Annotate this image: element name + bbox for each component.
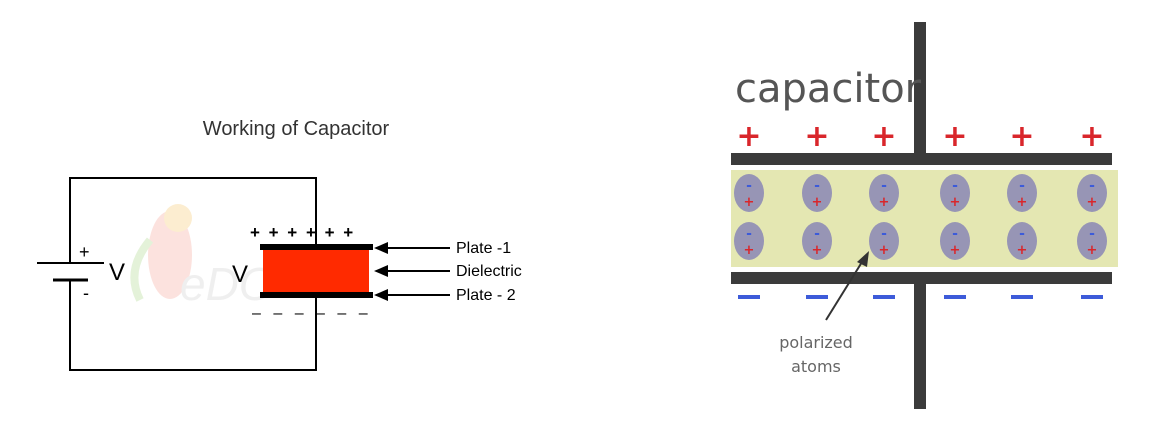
annotation-arrow (825, 251, 869, 321)
atom-positive-sign: + (1087, 243, 1098, 258)
atom-positive-sign: + (812, 195, 823, 210)
atom-negative-sign: - (1019, 178, 1025, 194)
negative-charge-sign (1081, 295, 1103, 299)
top-lead (914, 22, 926, 155)
atom-positive-sign: + (1017, 195, 1028, 210)
atom-body (1077, 174, 1107, 212)
atom-body (1007, 222, 1037, 260)
positive-charge-row: + + + + + + (736, 119, 1104, 154)
positive-charge-sign: + (804, 119, 829, 154)
atom-body (734, 174, 764, 212)
atom-negative-sign: - (952, 178, 958, 194)
atom-body (869, 222, 899, 260)
top-plate (731, 153, 1112, 165)
bottom-plate (731, 272, 1112, 284)
polarized-atom: -+ (1077, 222, 1107, 260)
atom-body (1077, 222, 1107, 260)
atom-negative-sign: - (881, 178, 887, 194)
negative-charge-row (738, 295, 1103, 299)
negative-charge-sign (1011, 295, 1033, 299)
left-diagram-title: Working of Capacitor (203, 118, 390, 140)
polarized-atom: -+ (869, 222, 899, 260)
annotation-line-1: polarized (779, 333, 853, 352)
atom-negative-sign: - (1089, 226, 1095, 242)
dielectric-band (731, 170, 1118, 267)
battery-symbol (37, 262, 104, 282)
polarized-atom: -+ (802, 222, 832, 260)
negative-charge-sign (806, 295, 828, 299)
plate-2 (260, 292, 373, 298)
polarized-atom: -+ (869, 174, 899, 212)
polarized-atom: -+ (1007, 174, 1037, 212)
right-diagram-title: capacitor (735, 66, 922, 112)
atom-negative-sign: - (1019, 226, 1025, 242)
atom-negative-sign: - (746, 226, 752, 242)
label-arrows (374, 242, 450, 301)
atom-negative-sign: - (1089, 178, 1095, 194)
atom-positive-sign: + (879, 243, 890, 258)
plate-1 (260, 244, 373, 250)
atom-body (869, 174, 899, 212)
polarized-atom: -+ (940, 174, 970, 212)
polarized-atom: -+ (940, 222, 970, 260)
positive-charge-sign: + (736, 119, 761, 154)
polarized-atom: -+ (1077, 174, 1107, 212)
left-diagram: eDO + - V V + + + + + + – – – – – – (37, 118, 522, 371)
positive-charge-sign: + (1079, 119, 1104, 154)
dielectric-label: Dielectric (456, 263, 522, 280)
atom-body (1007, 174, 1037, 212)
atom-negative-sign: - (814, 178, 820, 194)
atom-positive-sign: + (879, 195, 890, 210)
atom-positive-sign: + (950, 195, 961, 210)
atom-body (940, 222, 970, 260)
right-diagram: capacitor ++++++ -+-+-+-+-+-+-+-+-+-+-+-… (731, 22, 1118, 409)
battery-plus-sign: + (79, 242, 90, 262)
negative-charge-sign (873, 295, 895, 299)
atom-positive-sign: + (744, 243, 755, 258)
annotation-line-2: atoms (791, 357, 841, 376)
battery-voltage-label: V (109, 259, 125, 286)
positive-charge-sign: + (942, 119, 967, 154)
atom-positive-sign: + (1087, 195, 1098, 210)
battery-minus-sign: - (83, 283, 89, 303)
polarized-atom: -+ (802, 174, 832, 212)
atom-positive-sign: + (1017, 243, 1028, 258)
plate-2-label: Plate - 2 (456, 287, 516, 304)
watermark-logo: eDO (130, 204, 275, 310)
atom-body (940, 174, 970, 212)
negative-charge-sign (738, 295, 760, 299)
polarized-atom: -+ (1007, 222, 1037, 260)
atom-negative-sign: - (746, 178, 752, 194)
svg-text:eDO: eDO (180, 258, 275, 310)
polarized-atom: -+ (734, 222, 764, 260)
negative-charge-sign (944, 295, 966, 299)
atom-positive-sign: + (744, 195, 755, 210)
polarized-atom: -+ (734, 174, 764, 212)
positive-charge-sign: + (1009, 119, 1034, 154)
circuit-wire (69, 177, 317, 371)
atom-negative-sign: - (952, 226, 958, 242)
atom-body (734, 222, 764, 260)
dielectric-block (263, 249, 369, 293)
bottom-lead (914, 282, 926, 409)
atom-positive-sign: + (812, 243, 823, 258)
plate-1-label: Plate -1 (456, 240, 511, 257)
atom-body (802, 222, 832, 260)
atom-negative-sign: - (814, 226, 820, 242)
top-plate-charges: + + + + + + (250, 223, 355, 242)
capacitor-voltage-label: V (232, 261, 248, 288)
atom-positive-sign: + (950, 243, 961, 258)
positive-charge-sign: + (871, 119, 896, 154)
polarized-atoms-grid: -+-+-+-+-+-+-+-+-+-+-+-+ (734, 174, 1107, 260)
bottom-plate-charges: – – – – – – (252, 305, 372, 322)
atom-negative-sign: - (881, 226, 887, 242)
atom-body (802, 174, 832, 212)
